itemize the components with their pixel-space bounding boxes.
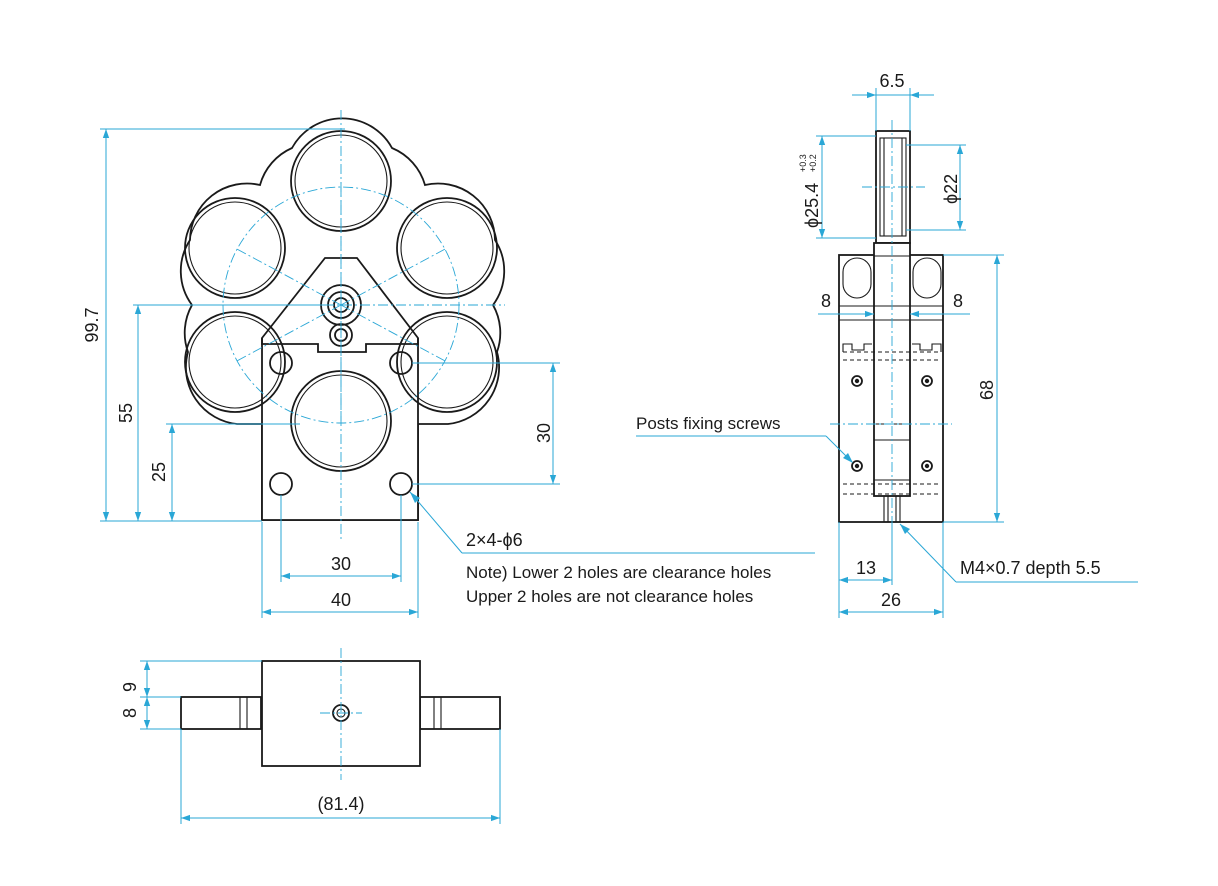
dim-lower: 8	[120, 708, 140, 718]
front-horizontal-dimensions: 30 40	[261, 495, 419, 618]
dim-left-offset: 8	[821, 291, 831, 311]
front-vertical-dimensions: 99.7 55 25	[82, 128, 345, 522]
note-line-1: Note) Lower 2 holes are clearance holes	[466, 563, 771, 582]
dim-thickness: 6.5	[879, 71, 904, 91]
side-view: 6.5 ϕ25.4 +0.3 +0.2 ϕ22 8	[636, 71, 1138, 618]
posts-label: Posts fixing screws	[636, 414, 853, 463]
dim-width: 26	[881, 590, 901, 610]
side-right-offset-dim: 8	[910, 291, 970, 318]
side-height-dim: 68	[943, 254, 1004, 523]
top-overall-dim: (81.4)	[180, 729, 501, 824]
dim-hole-pitch-horizontal: 30	[331, 554, 351, 574]
dim-height: 68	[977, 380, 997, 400]
plate-notch	[261, 338, 419, 353]
top-vertical-dims: 9 8	[120, 660, 262, 730]
side-thickness-dim: 6.5	[852, 71, 934, 131]
top-view: 9 8 (81.4)	[120, 648, 501, 824]
tap-callout-text: M4×0.7 depth 5.5	[960, 558, 1101, 578]
top-body	[261, 660, 421, 767]
dim-outer-dia: ϕ25.4	[802, 183, 822, 228]
tap-callout: M4×0.7 depth 5.5	[899, 523, 1138, 583]
side-outer-dia-dim: ϕ25.4 +0.3 +0.2	[798, 135, 876, 239]
dim-hole-pitch-vertical: 30	[534, 423, 554, 443]
hole-callout-text: 2×4-ϕ6	[466, 530, 523, 550]
right-post	[419, 696, 501, 730]
note-line-2: Upper 2 holes are not clearance holes	[466, 587, 753, 606]
dim-height-center: 55	[116, 403, 136, 423]
front-hole-pitch-vertical: 30	[412, 362, 560, 485]
front-centerlines	[180, 110, 505, 540]
svg-text:ϕ25.4: ϕ25.4	[802, 183, 822, 228]
dim-tap-offset: 13	[856, 558, 876, 578]
front-view: 99.7 55 25 30 30 40	[82, 110, 815, 618]
side-left-offset-dim: 8	[818, 291, 874, 318]
dim-right-offset: 8	[953, 291, 963, 311]
tol-upper: +0.3	[798, 154, 808, 172]
dim-base-width: 40	[331, 590, 351, 610]
hole-callout: 2×4-ϕ6 Note) Lower 2 holes are clearance…	[409, 491, 815, 606]
dim-height-total: 99.7	[82, 307, 102, 342]
tol-lower: +0.2	[808, 154, 818, 172]
side-inner-dia-dim: ϕ22	[906, 144, 966, 231]
dim-inner-dia: ϕ22	[941, 174, 961, 204]
posts-fixing-screws-label: Posts fixing screws	[636, 414, 781, 433]
left-post	[180, 696, 262, 730]
posts-screws	[851, 375, 933, 472]
dim-upper: 9	[120, 682, 140, 692]
dim-height-lower: 25	[149, 462, 169, 482]
side-bottom-dims: 13 26	[838, 522, 944, 618]
dim-overall: (81.4)	[317, 794, 364, 814]
